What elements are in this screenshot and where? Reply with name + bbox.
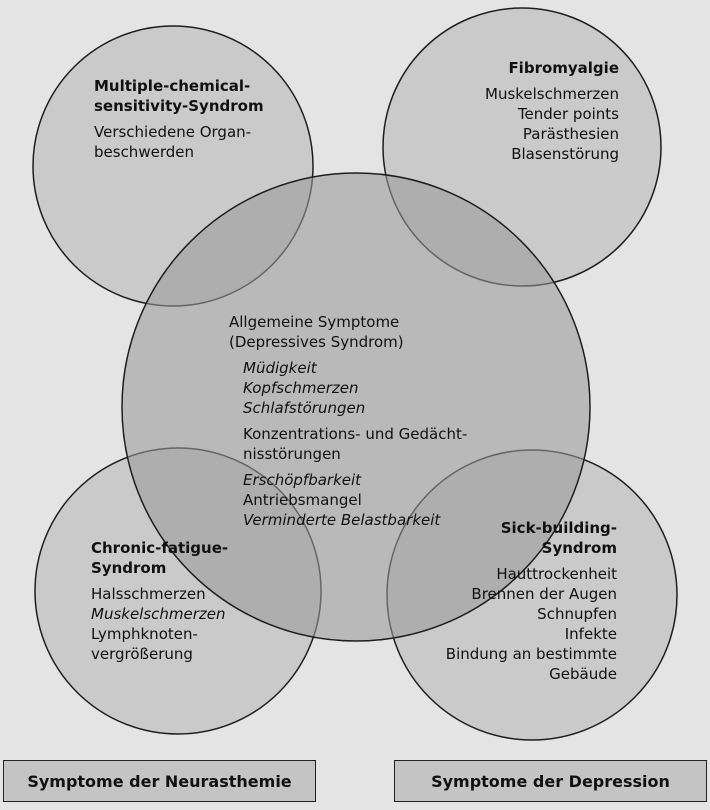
center-symptom-italic: Erschöpfbarkeit [243, 471, 362, 489]
sbs-item: Hauttrockenheit [496, 565, 617, 583]
cfs-title-line2: Syndrom [91, 559, 167, 577]
fibromyalgie-item: Blasenstörung [511, 145, 619, 163]
center-symptoms: Müdigkeit Kopfschmerzen Schlafstörungen … [243, 358, 467, 530]
center-symptom-italic: Verminderte Belastbarkeit [243, 511, 441, 529]
sbs-label: Sick-building- Syndrom Hauttrockenheit B… [446, 518, 617, 684]
mcs-body-line2: beschwerden [94, 143, 194, 161]
fibromyalgie-item: Tender points [517, 105, 619, 123]
cfs-item-italic: Muskelschmerzen [91, 605, 226, 623]
mcs-title-line1: Multiple-chemical- [94, 77, 251, 95]
sbs-title-line1: Sick-building- [500, 519, 617, 537]
center-symptom-italic: Müdigkeit [243, 359, 317, 377]
mcs-title-line2: sensitivity-Syndrom [94, 97, 264, 115]
center-title-line2: (Depressives Syndrom) [229, 333, 404, 351]
center-title-line1: Allgemeine Symptome [229, 313, 400, 331]
cfs-item: Lymphknoten- [91, 625, 198, 643]
sbs-item: Infekte [564, 625, 617, 643]
fibromyalgie-label: Fibromyalgie Muskelschmerzen Tender poin… [485, 58, 619, 164]
cfs-item: Halsschmerzen [91, 585, 206, 603]
center-title: Allgemeine Symptome (Depressives Syndrom… [229, 312, 404, 352]
center-symptom: Antriebsmangel [243, 491, 362, 509]
sbs-item: Gebäude [549, 665, 617, 683]
legend-neurasthemie-label: Symptome der Neurasthemie [27, 771, 292, 791]
sbs-title-line2: Syndrom [541, 539, 617, 557]
mcs-body-line1: Verschiedene Organ- [94, 123, 252, 141]
center-symptom-italic: Kopfschmerzen [243, 379, 359, 397]
center-konzentration-line1: Konzentrations- und Gedächt- [243, 425, 468, 443]
cfs-item: vergrößerung [91, 645, 193, 663]
center-konzentration-line2: nisstörungen [243, 445, 341, 463]
circle-center [121, 172, 591, 642]
sbs-item: Schnupfen [537, 605, 617, 623]
sbs-item: Brennen der Augen [471, 585, 617, 603]
fibromyalgie-item: Parästhesien [522, 125, 619, 143]
legend-depression-label: Symptome der Depression [431, 771, 670, 791]
sbs-item: Bindung an bestimmte [445, 645, 617, 663]
center-symptom-italic: Schlafstörungen [243, 399, 366, 417]
cfs-title-line1: Chronic-fatigue- [91, 539, 229, 557]
legend-depression: Symptome der Depression [394, 760, 707, 802]
cfs-label: Chronic-fatigue- Syndrom Halsschmerzen M… [91, 538, 228, 664]
fibromyalgie-item: Muskelschmerzen [485, 85, 619, 103]
fibromyalgie-title: Fibromyalgie [508, 59, 619, 77]
legend-neurasthemie: Symptome der Neurasthemie [3, 760, 316, 802]
mcs-label: Multiple-chemical- sensitivity-Syndrom V… [94, 76, 264, 162]
